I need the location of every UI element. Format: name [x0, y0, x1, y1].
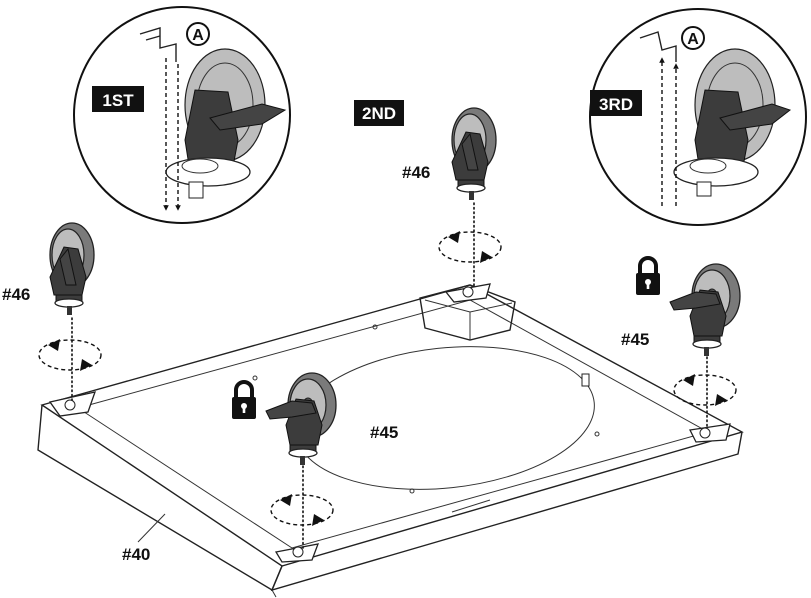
caster-left-swivel: [38, 222, 102, 401]
part-label-45-front: #45: [370, 423, 398, 442]
step-label-first: 1ST: [102, 91, 134, 110]
step-label-third: 3RD: [599, 95, 633, 114]
step-badge: [354, 100, 404, 126]
detail-marker-a: A: [687, 31, 699, 48]
part-label-40: #40: [122, 545, 150, 564]
padlock-icon: [230, 380, 258, 421]
padlock-icon: [634, 256, 662, 297]
caster-rear-swivel: [438, 107, 502, 289]
step-label-second: 2ND: [362, 104, 396, 123]
part-label-46-left: #46: [2, 285, 30, 304]
step-badge: [590, 90, 642, 116]
detail-marker-a: A: [192, 27, 204, 44]
caster-front-locking: [265, 372, 337, 549]
detail-circle-third: A: [589, 8, 807, 226]
caster-right-locking: [669, 263, 741, 429]
base-frame: [37, 283, 744, 598]
step-badge: [92, 86, 144, 112]
part-label-45-right: #45: [621, 330, 649, 349]
part-label-46-rear: #46: [402, 163, 430, 182]
detail-circle-first: A: [73, 6, 291, 224]
